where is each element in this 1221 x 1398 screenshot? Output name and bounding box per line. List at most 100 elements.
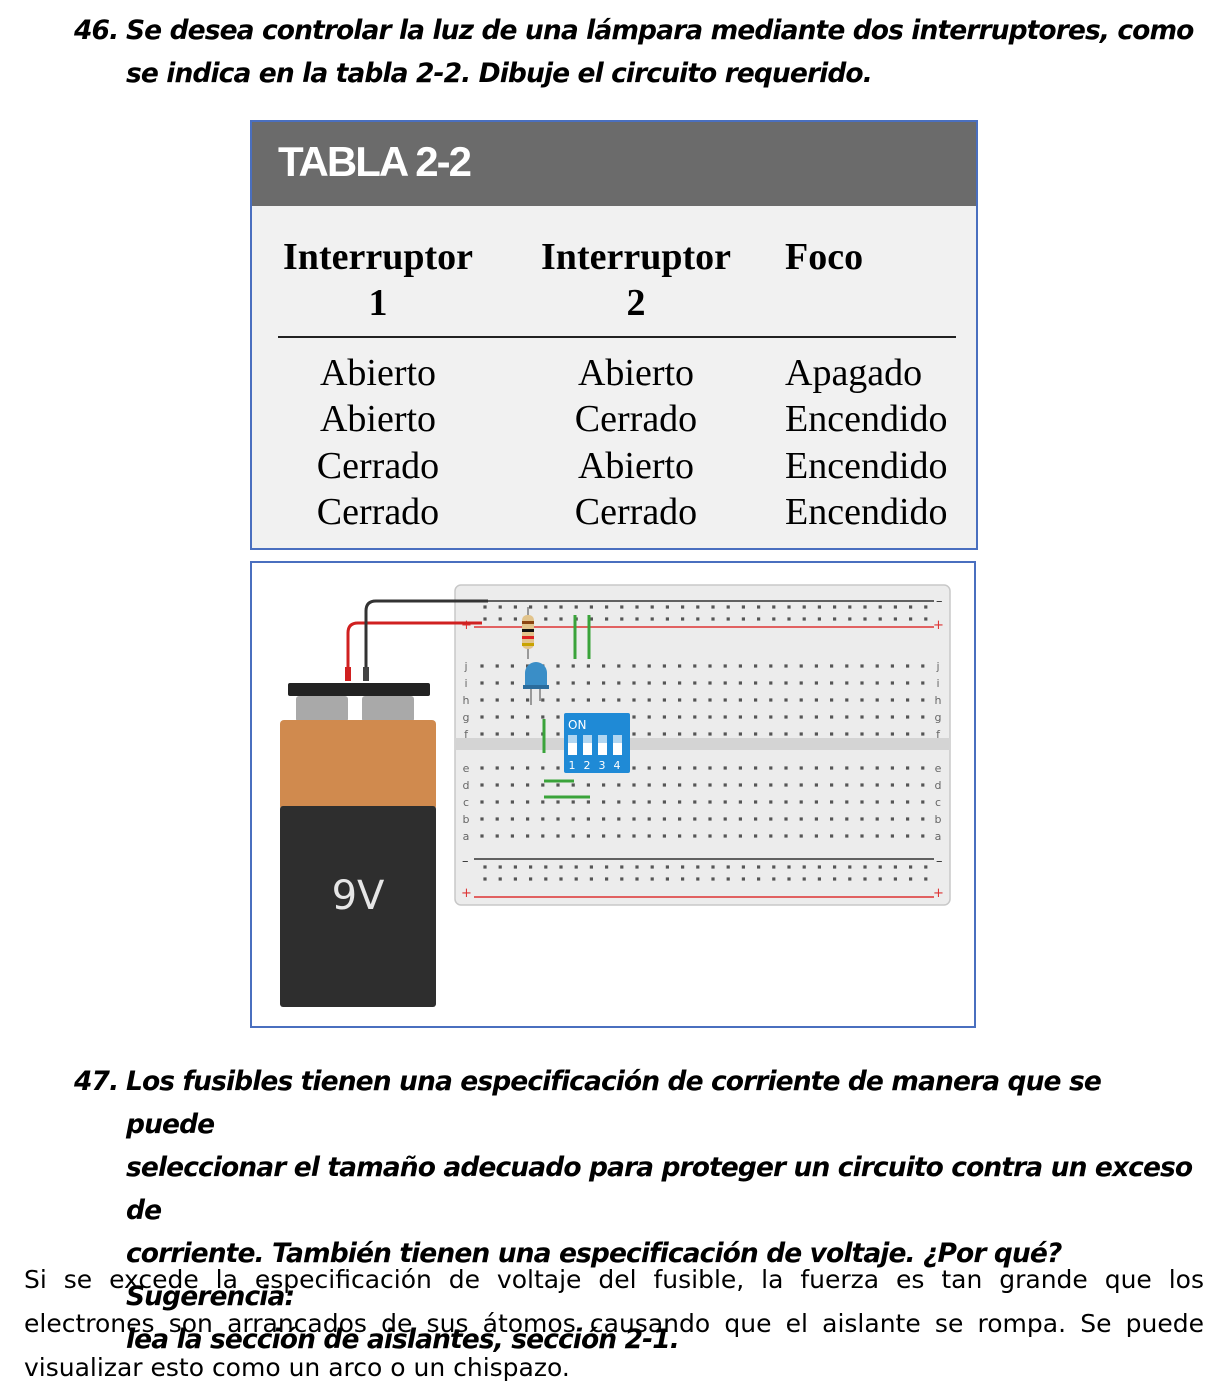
breadboard-hole: [526, 800, 530, 804]
question-47-number: 47.: [74, 1066, 119, 1097]
breadboard-hole: [893, 865, 897, 869]
breadboard-hole: [814, 783, 818, 787]
breadboard-hole: [665, 617, 669, 621]
dip-switch-toggle[interactable]: [598, 735, 607, 755]
breadboard-hole: [586, 817, 590, 821]
breadboard-hole: [526, 834, 530, 838]
breadboard-hole: [620, 605, 624, 609]
breadboard-hole: [875, 800, 879, 804]
breadboard-hole: [480, 732, 484, 736]
breadboard-hole: [586, 698, 590, 702]
question-46-text: Se desea controlar la luz de una lámpara…: [126, 15, 1194, 89]
breadboard-hole: [589, 617, 593, 621]
breadboard-hole: [726, 617, 730, 621]
table-title: TABLA 2-2: [278, 138, 472, 185]
breadboard-hole: [860, 834, 864, 838]
breadboard-hole: [574, 865, 578, 869]
breadboard-hole: [784, 732, 788, 736]
breadboard-hole: [510, 800, 514, 804]
breadboard-hole: [830, 681, 834, 685]
breadboard-hole: [924, 617, 928, 621]
breadboard-hole: [890, 834, 894, 838]
breadboard-hole: [817, 877, 821, 881]
breadboard-hole: [711, 877, 715, 881]
breadboard-hole: [738, 817, 742, 821]
breadboard-hole: [635, 605, 639, 609]
breadboard-hole: [890, 698, 894, 702]
breadboard-hole: [906, 817, 910, 821]
dip-switch-toggle[interactable]: [568, 735, 577, 755]
row-letter: e: [463, 762, 470, 775]
breadboard-hole: [693, 817, 697, 821]
breadboard-hole: [556, 766, 560, 770]
breadboard-hole: [586, 664, 590, 668]
breadboard-hole: [723, 715, 727, 719]
breadboard-hole: [909, 865, 913, 869]
breadboard-hole: [693, 681, 697, 685]
breadboard-hole: [605, 617, 609, 621]
table-header-bar: TABLA 2-2: [252, 122, 976, 206]
black-wire-tip: [363, 667, 369, 681]
breadboard-hole: [906, 732, 910, 736]
breadboard-hole: [814, 664, 818, 668]
dip-switch-toggle[interactable]: [583, 735, 592, 755]
breadboard-hole: [833, 865, 837, 869]
breadboard-hole: [556, 715, 560, 719]
breadboard-hole: [541, 800, 545, 804]
question-47-line: corriente. También tienen una especifica…: [126, 1238, 1062, 1312]
breadboard-hole: [678, 698, 682, 702]
breadboard-hole: [799, 817, 803, 821]
breadboard-hole: [693, 834, 697, 838]
led-base: [523, 685, 549, 689]
answer-line: Si se excede la especificación de voltaj…: [24, 1265, 1204, 1294]
breadboard-hole: [738, 698, 742, 702]
breadboard-hole: [650, 865, 654, 869]
breadboard-hole: [559, 605, 563, 609]
breadboard-hole: [723, 817, 727, 821]
breadboard-hole: [814, 732, 818, 736]
breadboard-hole: [602, 698, 606, 702]
breadboard-hole: [893, 877, 897, 881]
breadboard-hole: [495, 681, 499, 685]
breadboard-hole: [726, 877, 730, 881]
breadboard-hole: [647, 800, 651, 804]
dip-switch-toggle[interactable]: [613, 735, 622, 755]
breadboard-hole: [617, 681, 621, 685]
breadboard-hole: [647, 664, 651, 668]
breadboard-hole: [726, 605, 730, 609]
row-letter: h: [935, 694, 942, 707]
breadboard-hole: [480, 698, 484, 702]
breadboard-hole: [602, 783, 606, 787]
breadboard-hole: [875, 766, 879, 770]
breadboard-hole: [708, 783, 712, 787]
breadboard-hole: [754, 817, 758, 821]
breadboard-hole: [799, 732, 803, 736]
rail-plus-label: +: [933, 618, 944, 633]
breadboard-hole: [480, 783, 484, 787]
breadboard-hole: [754, 732, 758, 736]
column-header-switch-2: Interruptor 2: [536, 234, 736, 326]
breadboard-hole: [632, 817, 636, 821]
breadboard-hole: [787, 617, 791, 621]
breadboard-hole: [723, 766, 727, 770]
breadboard-hole: [817, 617, 821, 621]
table-divider: [278, 336, 956, 338]
red-wire: [346, 621, 482, 681]
row-letter: d: [463, 779, 470, 792]
dip-switch-number: 2: [584, 759, 591, 772]
row-letter: j: [463, 660, 467, 673]
breadboard-hole: [483, 605, 487, 609]
breadboard-hole: [754, 766, 758, 770]
breadboard-hole: [726, 865, 730, 869]
breadboard-hole: [589, 877, 593, 881]
breadboard-hole: [738, 715, 742, 719]
breadboard-hole: [784, 800, 788, 804]
breadboard-hole: [723, 783, 727, 787]
breadboard-hole: [921, 715, 925, 719]
breadboard-hole: [909, 877, 913, 881]
breadboard-hole: [693, 715, 697, 719]
table-cell: Cerrado: [316, 445, 440, 487]
column-header-lamp: Foco: [785, 234, 863, 280]
battery-body: [280, 806, 436, 1007]
breadboard-hole: [586, 783, 590, 787]
